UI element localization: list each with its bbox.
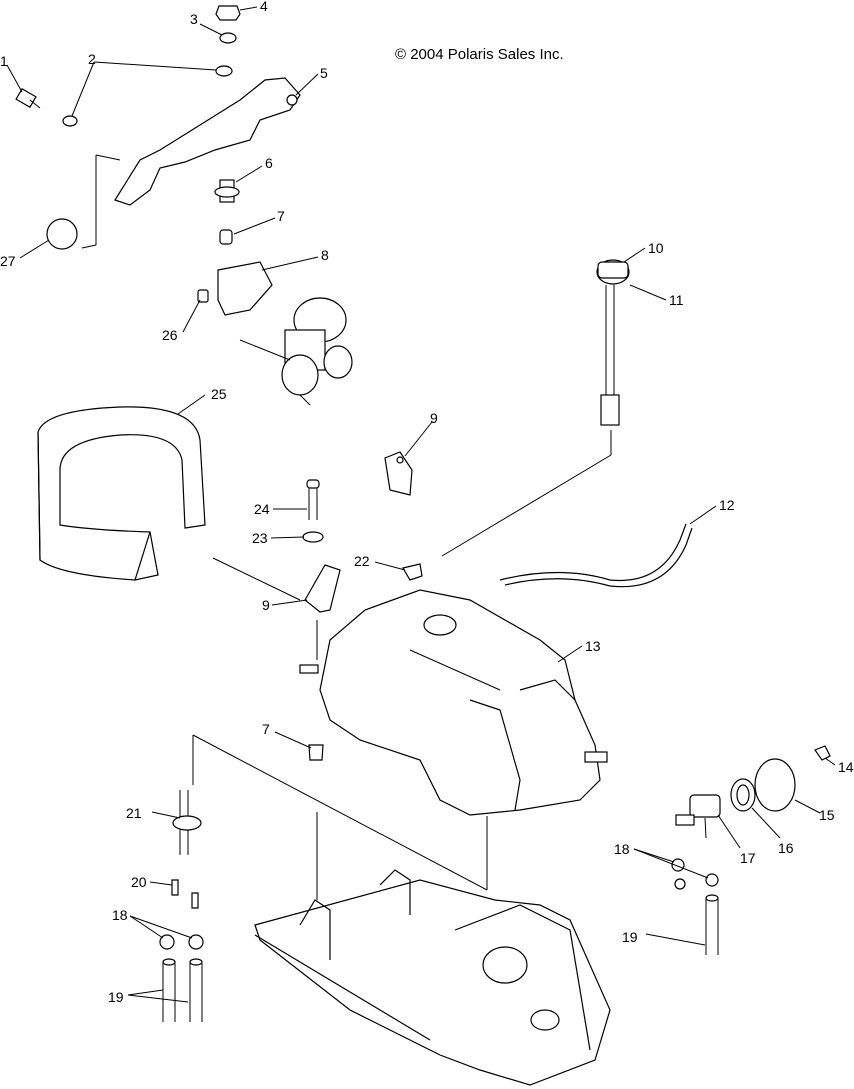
callout-25: 25 (211, 386, 227, 402)
part-4-nut (215, 5, 241, 21)
callout-17: 17 (740, 850, 756, 866)
callout-2: 2 (88, 51, 96, 67)
callout-27: 27 (0, 253, 16, 269)
part-18-cap-right-b (705, 873, 719, 887)
part-21-fuel-valve (172, 790, 202, 855)
callout-14: 14 (838, 759, 854, 775)
callout-11: 11 (669, 292, 684, 308)
leader-lines (6, 6, 836, 1003)
callout-10: 10 (648, 240, 664, 256)
part-23-washer (302, 531, 324, 543)
part-16-gasket (730, 778, 756, 812)
callout-5: 5 (320, 65, 328, 81)
part-25-foam-seal (37, 406, 206, 581)
part-7-grommet-top (219, 229, 233, 245)
part-8-carburetor (217, 261, 353, 406)
part-7-grommet-lower (308, 744, 324, 761)
part-10-11-dipstick (596, 259, 630, 455)
callout-18-right: 18 (614, 841, 630, 857)
callout-13: 13 (585, 638, 601, 654)
part-18-cap-left-b (188, 934, 204, 950)
part-18-cap-right-a (671, 858, 685, 872)
part-12-vent-hose (499, 523, 687, 582)
callout-26: 26 (162, 327, 178, 343)
part-26-bolt (197, 289, 209, 303)
part-15-cover-plate (754, 758, 796, 812)
part-20-clamp-b (191, 892, 199, 909)
frame-chassis (254, 812, 611, 1086)
part-2-washer-b (215, 65, 233, 77)
callout-23: 23 (252, 530, 268, 546)
callout-1: 1 (0, 53, 8, 69)
callout-21: 21 (126, 805, 142, 821)
part-9-clip-lower (304, 564, 341, 613)
part-6-spacer (214, 179, 240, 203)
part-24-bolt (306, 479, 320, 520)
part-9-clip-upper (384, 451, 413, 496)
part-3-washer (219, 32, 237, 44)
part-1-bolt (15, 87, 41, 109)
part-18-cap-right-c (674, 878, 686, 890)
callout-3: 3 (190, 11, 198, 27)
callout-15: 15 (819, 807, 835, 823)
callout-9-lower: 9 (262, 597, 270, 613)
part-14-screw (814, 745, 831, 761)
part-13-fuel-tank (299, 589, 608, 816)
callout-12: 12 (719, 497, 735, 513)
part-19-tubes-left (162, 958, 203, 1022)
callout-6: 6 (265, 155, 273, 171)
part-9-clip-upper-hole (396, 456, 404, 464)
callout-20: 20 (131, 874, 147, 890)
callout-16: 16 (778, 840, 794, 856)
callout-9-upper: 9 (430, 410, 438, 426)
part-5-bracket (114, 77, 301, 206)
part-18-cap-left-a (159, 934, 175, 950)
callout-22: 22 (354, 553, 370, 569)
copyright-notice: © 2004 Polaris Sales Inc. (395, 46, 564, 63)
part-19-tube-right (705, 894, 719, 955)
callout-labels: 1 2 3 4 5 6 7 8 9 10 11 12 13 14 15 16 1… (0, 0, 854, 1005)
callout-19-right: 19 (622, 929, 638, 945)
callout-18-left: 18 (112, 907, 128, 923)
part-17-fuel-valve (675, 794, 721, 839)
callout-24: 24 (254, 501, 270, 517)
part-5-bracket-hole (286, 94, 298, 106)
callout-7: 7 (277, 208, 285, 224)
part-2-washer-a (62, 115, 78, 127)
part-27-ball (46, 218, 78, 250)
callout-4: 4 (260, 0, 268, 14)
callout-7-lower: 7 (262, 721, 270, 737)
part-20-clamp-a (171, 879, 179, 896)
callout-8: 8 (321, 247, 329, 263)
callout-19-left: 19 (108, 989, 124, 1005)
part-22-clip (402, 563, 423, 581)
